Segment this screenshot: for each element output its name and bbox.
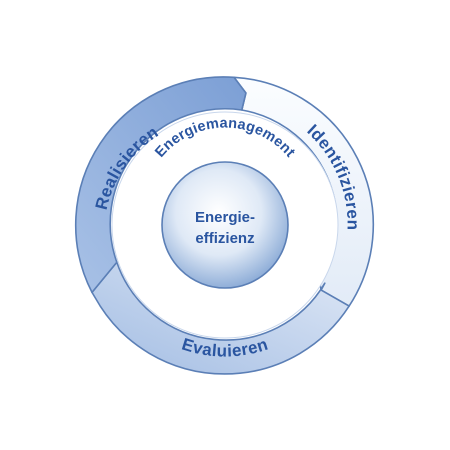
segment-realisieren[interactable] [74,76,247,294]
inner-ring-border [111,111,339,339]
cycle-ring [74,76,375,375]
center-label-line2: effizienz [195,230,254,247]
center-label-line1: Energie- [195,209,255,226]
core-circle[interactable] [161,161,289,289]
